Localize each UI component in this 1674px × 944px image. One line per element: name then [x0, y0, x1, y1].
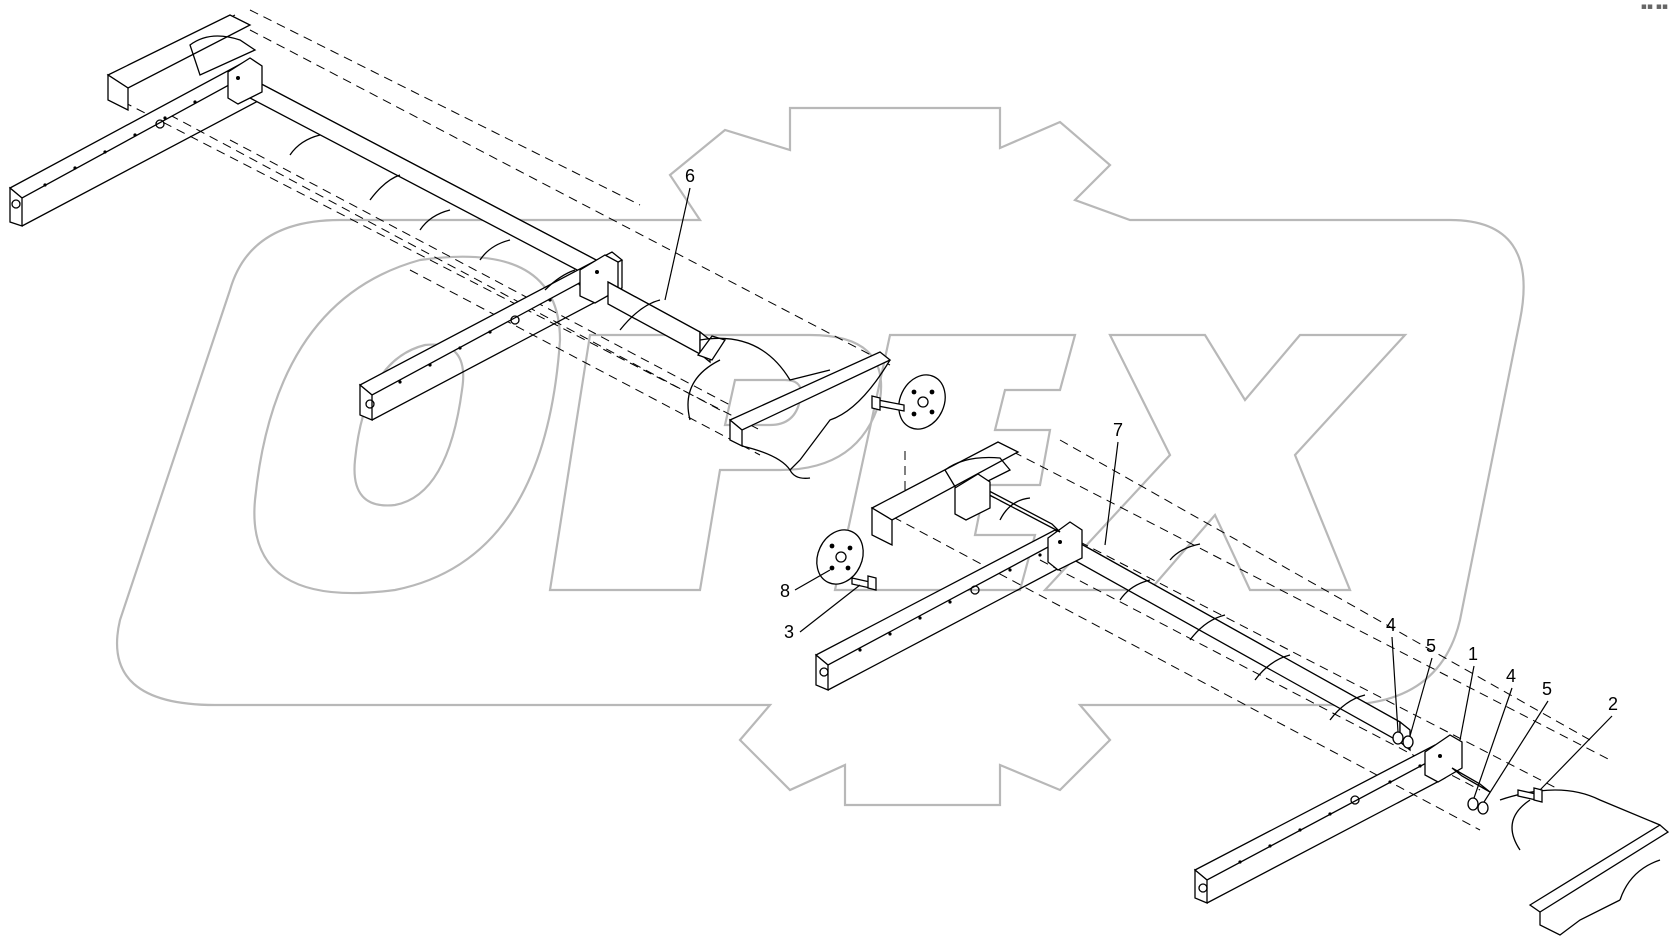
callout-3: 3 [784, 584, 861, 642]
left-end-shield [687, 337, 892, 479]
callout-2: 2 [1539, 694, 1618, 791]
svg-text:6: 6 [685, 166, 695, 186]
svg-text:2: 2 [1608, 694, 1618, 714]
right-rear-end-plate [870, 441, 1020, 547]
lower-bolt-part-3 [851, 575, 877, 591]
svg-text:4: 4 [1506, 666, 1516, 686]
bolt-part-2 [1517, 787, 1543, 803]
right-crossbeam-part-7 [1047, 521, 1411, 752]
callout-7: 7 [1104, 420, 1123, 546]
svg-text:7: 7 [1113, 420, 1123, 440]
callout-6: 6 [664, 166, 695, 301]
svg-text:5: 5 [1426, 636, 1436, 656]
left-middle-rail [358, 251, 624, 421]
nuts-washers-4-5-lower [1467, 797, 1489, 815]
svg-text:4: 4 [1386, 615, 1396, 635]
corner-mark: ▪▪ ▪▪ [1640, 2, 1668, 12]
right-outer-rail [1193, 744, 1447, 904]
callout-4-lower: 4 [1473, 666, 1516, 799]
upper-bolt [871, 395, 905, 412]
callout-1: 1 [1459, 644, 1478, 741]
svg-text:5: 5 [1542, 679, 1552, 699]
svg-text:8: 8 [780, 581, 790, 601]
right-ribs [999, 497, 1366, 721]
nuts-washers-4-5-upper [1392, 731, 1414, 749]
callout-5-lower: 5 [1483, 679, 1552, 803]
svg-text:3: 3 [784, 622, 794, 642]
left-ribs [289, 134, 661, 331]
rail-holes [11, 100, 197, 209]
right-rear-crossbeam [954, 473, 1061, 533]
part-6-shaft-tube [579, 254, 727, 364]
right-end-shield [1499, 789, 1670, 936]
callout-4-upper: 4 [1386, 615, 1399, 733]
callout-5-upper: 5 [1409, 636, 1436, 737]
left-crossbeam [227, 57, 611, 292]
callout-8: 8 [780, 569, 831, 601]
left-rear-end-plate [106, 14, 257, 112]
svg-text:1: 1 [1468, 644, 1478, 664]
upper-disc-part-8 [898, 374, 946, 430]
opex-watermark-logo [115, 106, 1525, 807]
